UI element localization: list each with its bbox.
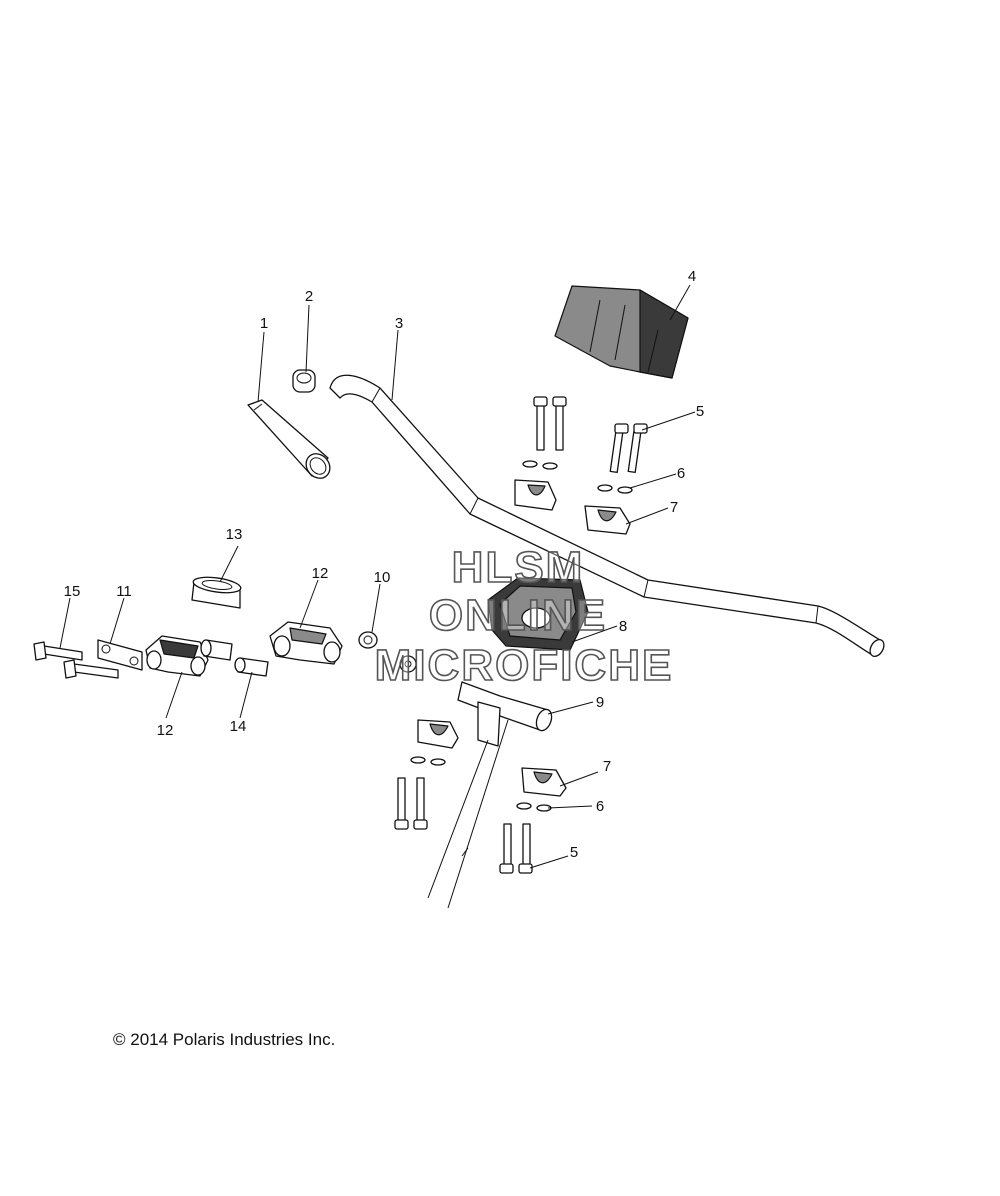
upper-washers: [522, 460, 633, 494]
riser-block-part: [487, 577, 589, 651]
lower-bolt-set-left: [394, 777, 428, 830]
nut-part: [358, 631, 417, 673]
link-plate-part: [97, 639, 143, 671]
upper-bolt-set-right: [609, 423, 648, 474]
callout-10: 10: [374, 569, 391, 586]
callout-12-lower: 12: [157, 722, 174, 739]
callout-5-upper: 5: [696, 403, 704, 420]
callout-13: 13: [226, 526, 243, 543]
clamp-bracket-left: [145, 635, 209, 677]
handlebar-cover-part: [554, 285, 689, 379]
watermark: HLSM ONLINE MICROFICHE: [374, 542, 674, 691]
upper-clamps: [514, 479, 631, 535]
callout-2: 2: [305, 288, 313, 305]
grip-part: [247, 399, 331, 479]
lower-clamps: [417, 719, 567, 797]
lower-bolt-set-right: [499, 823, 533, 874]
callout-1: 1: [260, 315, 268, 332]
watermark-line-1: HLSM: [452, 543, 585, 592]
callout-7-upper: 7: [670, 499, 678, 516]
callout-7-lower: 7: [603, 758, 611, 775]
upper-bolt-set-left: [533, 396, 567, 451]
callout-6-lower: 6: [596, 798, 604, 815]
lower-washers: [410, 756, 552, 812]
callout-11: 11: [116, 583, 132, 600]
side-bolts: [33, 641, 119, 679]
callout-labels: 1 2 3 4 5 6 7 8 9 10 11 12 12 13 14 15 7…: [64, 268, 705, 861]
handlebar-part: [329, 374, 885, 658]
callout-3: 3: [395, 315, 403, 332]
bushing-ring-part: [191, 576, 242, 609]
callout-8: 8: [619, 618, 627, 635]
watermark-line-2: ONLINE: [429, 591, 607, 640]
callout-6-upper: 6: [677, 465, 685, 482]
callout-12-upper: 12: [312, 565, 329, 582]
copyright-notice: © 2014 Polaris Industries Inc.: [113, 1030, 336, 1049]
sleeve-parts: [200, 639, 269, 677]
callout-15: 15: [64, 583, 81, 600]
watermark-line-3: MICROFICHE: [375, 641, 674, 690]
callout-14: 14: [230, 718, 247, 735]
leader-lines: [59, 284, 696, 869]
callout-5-lower: 5: [570, 844, 578, 861]
callout-4: 4: [688, 268, 696, 285]
steering-post-part: [427, 681, 553, 909]
end-cap-part: [292, 369, 316, 393]
clamp-bracket-right: [269, 621, 343, 665]
callout-9: 9: [596, 694, 604, 711]
